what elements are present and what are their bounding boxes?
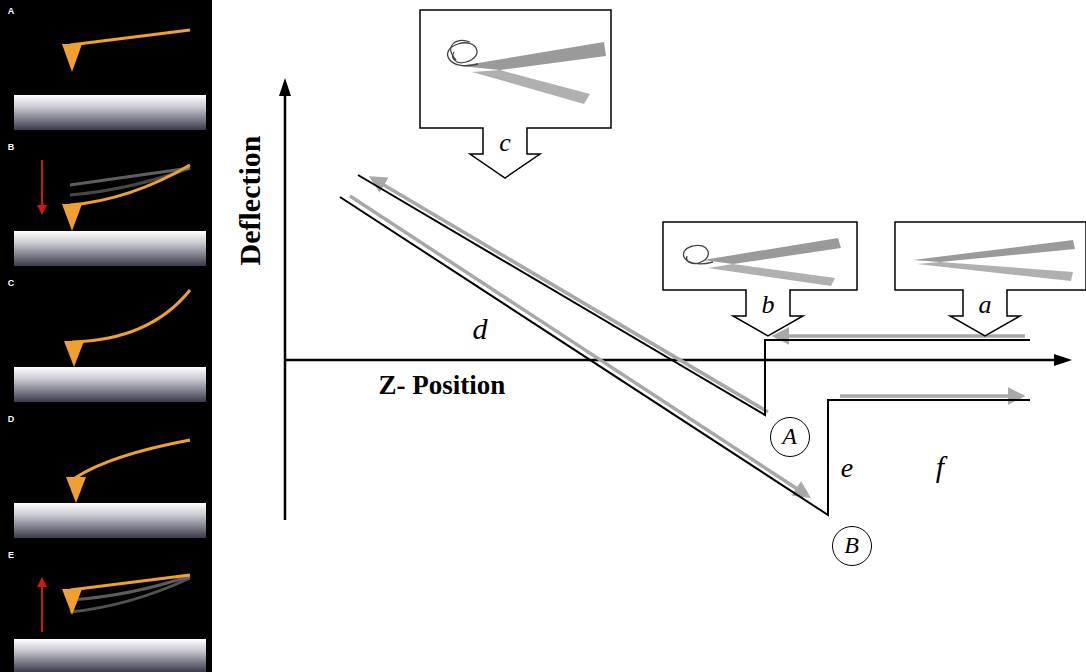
sample-surface [14,639,206,672]
frame-letter: D [8,415,15,425]
cantilever [70,30,190,45]
tip [66,477,86,503]
frame-letter: A [8,7,15,17]
frame-letter: B [8,143,15,153]
point-label: B [844,532,859,558]
axis-title: Deflection [233,135,266,265]
callout-outline [420,10,611,178]
callout-letter: a [979,291,992,320]
callout-shape [663,222,858,338]
ghost-cantilever [70,576,190,600]
sample-surface [14,231,206,266]
callout-letter: b [762,291,775,320]
segment-letter: f [936,450,944,483]
sample-surface [14,503,206,538]
tip [62,589,82,615]
sample-surface [14,367,206,402]
retract-trace [840,394,1022,398]
sample-surface [14,95,206,130]
callout-box: c [420,10,612,180]
callout-outline [663,222,857,336]
cantilever [70,575,190,590]
approach-curve [358,175,1030,415]
cantilever [72,290,190,342]
tip [62,44,82,72]
callout-box: b [663,222,858,338]
y-axis [284,92,287,520]
axis-arrowhead [1054,354,1072,366]
black-panel [0,0,212,672]
segment-letter: d [473,312,488,345]
retract-arrow [41,582,43,632]
callout-outline [895,222,1086,336]
callout-box: a [895,222,1086,338]
point-label: A [782,423,797,449]
frame-letter: C [8,279,15,289]
cantilever [75,440,190,478]
contact-trace [372,178,768,412]
fibre-cartoon [913,240,1075,281]
fibre-cartoon [448,40,606,104]
point-circle: A [770,417,810,457]
axis-title: Z- Position [379,371,506,401]
tip [64,341,84,367]
point-circle: B [832,526,872,566]
cantilever [70,165,190,205]
axis-arrowhead [279,78,291,96]
segment-letter: e [841,453,853,484]
callout-shape [895,222,1086,338]
callout-shape [420,10,612,180]
approach-arrow [41,160,43,210]
frame-letter: E [8,551,14,561]
tip [62,204,82,231]
fibre-cartoon [683,238,841,286]
callout-letter: c [499,129,511,158]
